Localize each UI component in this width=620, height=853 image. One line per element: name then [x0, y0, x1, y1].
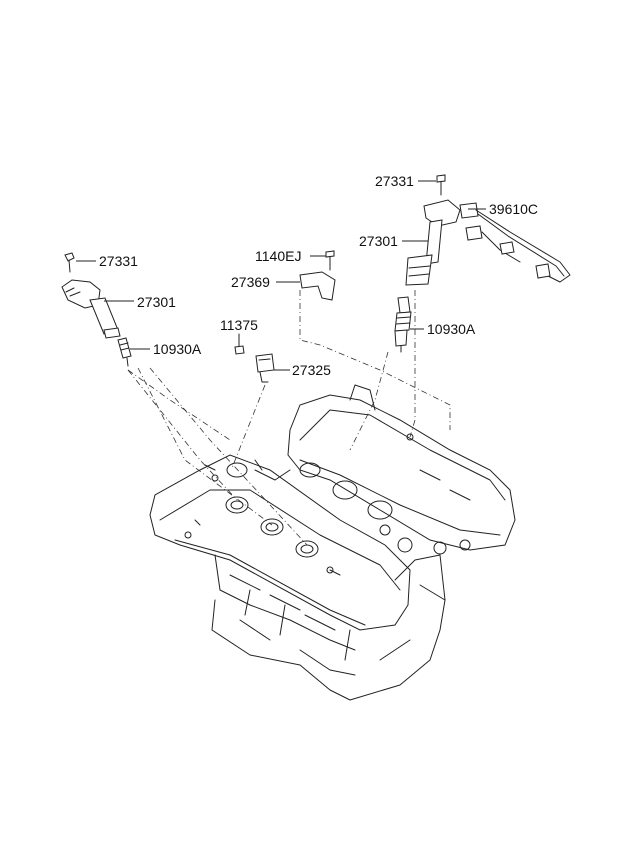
label-1140ej: 1140EJ	[255, 248, 302, 264]
label-39610c: 39610C	[489, 201, 539, 217]
left-bolt-27331	[64, 252, 96, 273]
label-11375: 11375	[220, 317, 258, 333]
label-10930a-left: 10930A	[153, 341, 202, 357]
assembly-lines	[127, 290, 451, 546]
right-ignition-coil-27301	[402, 199, 461, 286]
engine-block	[149, 384, 516, 701]
right-spark-plug-10930a	[394, 296, 424, 353]
bracket-27369	[276, 271, 336, 301]
sensor-27325	[255, 353, 290, 383]
label-27331-right: 27331	[375, 173, 414, 189]
left-spark-plug-10930a	[117, 337, 150, 367]
bolt-1140ej	[310, 250, 335, 271]
wiring-harness-39610c	[459, 202, 571, 283]
label-27301-left: 27301	[137, 294, 176, 310]
label-27331-left: 27331	[99, 253, 138, 269]
bolt-11375	[234, 333, 245, 355]
right-bolt-27331	[418, 174, 446, 196]
label-27301-right: 27301	[359, 233, 398, 249]
label-27369: 27369	[231, 274, 270, 290]
label-10930a-right: 10930A	[427, 321, 476, 337]
label-27325: 27325	[292, 362, 331, 378]
left-ignition-coil-27301	[61, 279, 134, 339]
